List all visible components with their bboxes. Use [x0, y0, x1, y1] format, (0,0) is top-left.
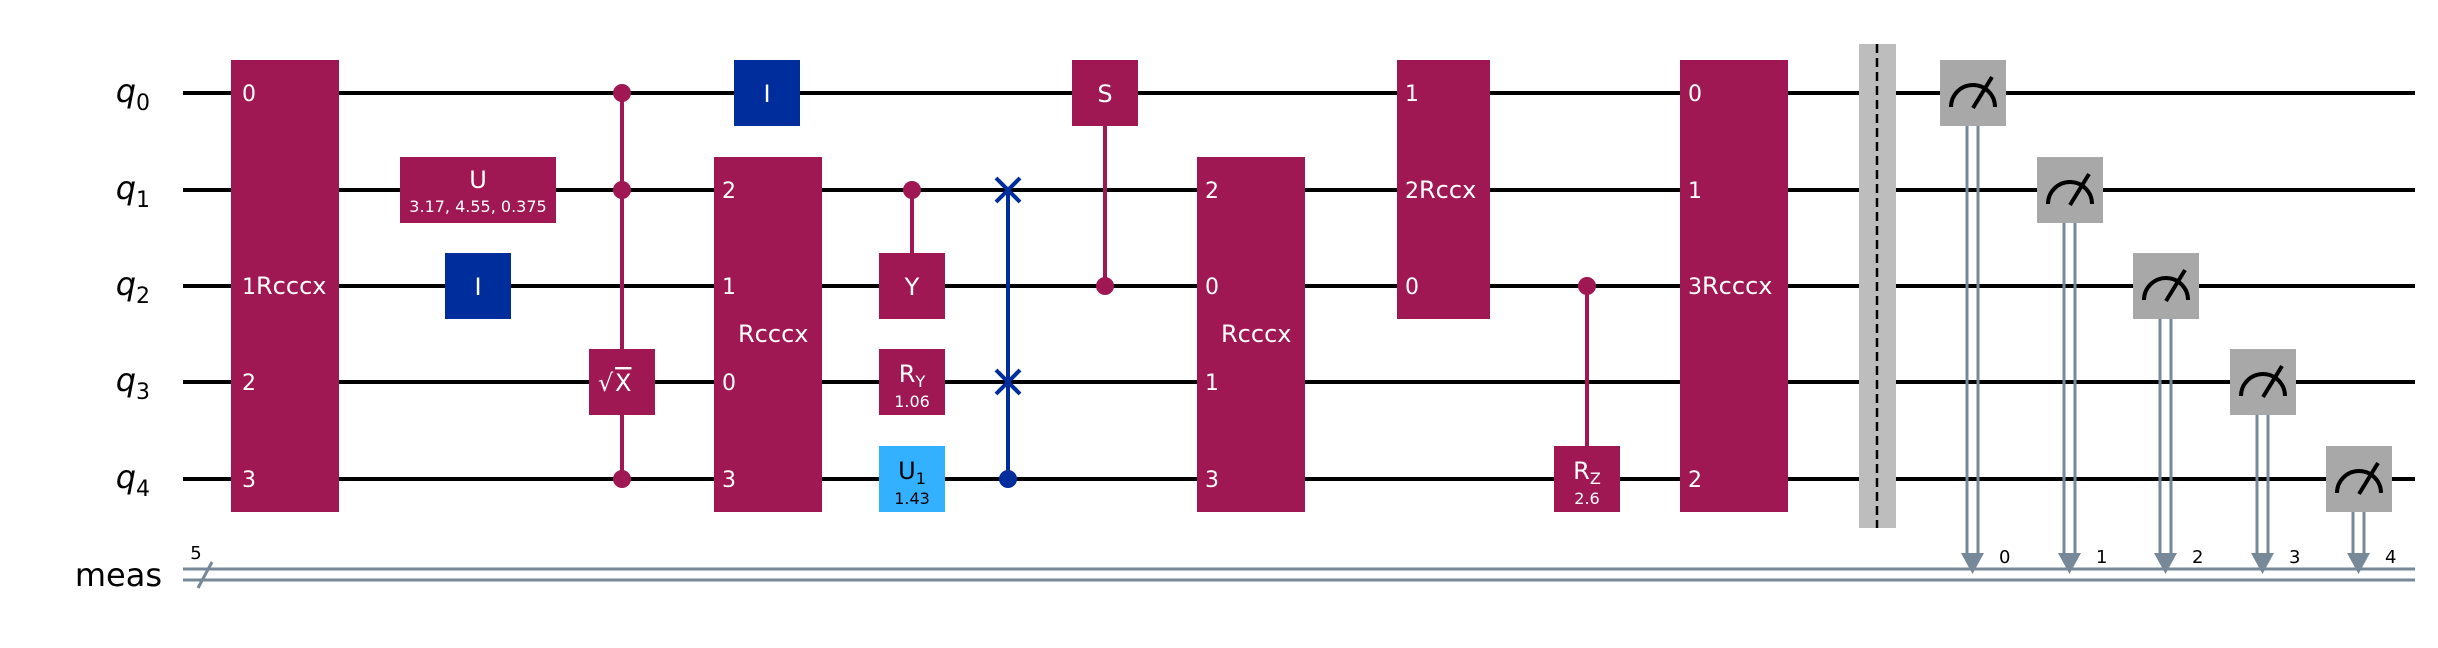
rcccx-gate-3[interactable]: 2 0 Rcccx 1 3	[1197, 157, 1305, 512]
rccx-pin-2: 0	[1405, 275, 1419, 300]
wire-labels: q0 q1 q2 q3 q4 meas	[75, 72, 162, 594]
label-q4: q4	[116, 458, 150, 502]
meter-3-icon	[2239, 372, 2287, 397]
control-dot-q0	[613, 84, 631, 102]
y-gate-label: Y	[904, 273, 920, 301]
swap-control-dot-q4	[999, 470, 1017, 488]
rcccx-1-pin-0: 0	[242, 82, 256, 107]
controlled-rz-gate[interactable]: RZ 2.6	[1554, 277, 1620, 512]
meter-4-icon	[2335, 469, 2383, 494]
label-meas: meas	[75, 556, 162, 594]
measure-bit-4: 4	[2385, 547, 2396, 568]
swap-cross-q1	[994, 176, 1022, 204]
control-dot-q2-crz	[1578, 277, 1596, 295]
controlled-s-gate[interactable]: S	[1072, 60, 1138, 295]
control-dot-q1	[613, 181, 631, 199]
rcccx-4-label: Rcccx	[1702, 272, 1772, 300]
u-gate-params: 3.17, 4.55, 0.375	[409, 197, 546, 216]
label-q1: q1	[116, 169, 150, 213]
rcccx-gate-2[interactable]: 2 1 Rcccx 0 3	[714, 157, 822, 512]
label-q0: q0	[116, 72, 150, 116]
rcccx-1-pin-1: 1	[242, 275, 256, 300]
identity-gate-q0[interactable]: I	[734, 60, 800, 126]
ry-gate-param: 1.06	[894, 392, 930, 411]
measurement-2[interactable]: 2	[2133, 253, 2203, 574]
classical-register: 5	[183, 543, 2415, 589]
rcccx-3-pin-0: 2	[1205, 179, 1219, 204]
measure-bit-1: 1	[2096, 547, 2107, 568]
ry-gate-label: RY	[899, 360, 926, 391]
measure-3-arrow	[2251, 553, 2274, 574]
controlled-swap-gate[interactable]	[994, 176, 1022, 488]
measure-bit-3: 3	[2289, 547, 2300, 568]
rcccx-3-pin-3: 3	[1205, 468, 1219, 493]
rcccx-1-label: Rcccx	[256, 272, 326, 300]
meter-1-icon	[2046, 180, 2094, 205]
rcccx-3-pin-2: 1	[1205, 371, 1219, 396]
rcccx-2-pin-1: 1	[722, 275, 736, 300]
u-gate-label: U	[469, 166, 487, 194]
rccx-gate[interactable]: 1 2 Rccx 0	[1397, 60, 1490, 319]
swap-cross-q3	[994, 368, 1022, 396]
rcccx-4-pin-0: 0	[1688, 82, 1702, 107]
rccx-pin-1: 2	[1405, 179, 1419, 204]
u-gate[interactable]: U 3.17, 4.55, 0.375	[400, 157, 556, 223]
barrier[interactable]	[1859, 44, 1896, 528]
control-dot-q4	[613, 470, 631, 488]
measurement-4[interactable]: 4	[2326, 446, 2396, 574]
rcccx-4-pin-2: 3	[1688, 275, 1702, 300]
rcccx-gate-1[interactable]: 0 1 Rcccx 2 3	[231, 60, 339, 512]
controlled-y-gate[interactable]: Y	[879, 181, 945, 319]
measure-2-arrow	[2154, 553, 2177, 574]
label-q2: q2	[116, 265, 150, 309]
measure-0-arrow	[1961, 553, 1984, 574]
rcccx-4-pin-3: 2	[1688, 468, 1702, 493]
sx-gate-root: √	[598, 369, 614, 397]
measurement-0[interactable]: 0	[1940, 60, 2010, 574]
controlled-sx-gate[interactable]: √ X	[589, 84, 655, 488]
meter-0-icon	[1949, 83, 1997, 108]
s-gate-label: S	[1097, 80, 1112, 108]
rcccx-gate-4[interactable]: 0 1 3 Rcccx 2	[1680, 60, 1788, 512]
rcccx-2-label: Rcccx	[738, 320, 808, 348]
rcccx-1-pin-2: 2	[242, 371, 256, 396]
sx-gate-label: X	[615, 369, 631, 397]
identity-gate-q0-label: I	[763, 80, 770, 108]
meter-2-icon	[2142, 276, 2190, 301]
u1-gate[interactable]: U1 1.43	[879, 446, 945, 512]
control-dot-q1-cy	[903, 181, 921, 199]
label-q3: q3	[116, 361, 150, 405]
identity-gate-q2[interactable]: I	[445, 253, 511, 319]
u1-gate-label: U1	[898, 457, 926, 488]
rcccx-3-label: Rcccx	[1221, 320, 1291, 348]
measurement-3[interactable]: 3	[2230, 349, 2300, 574]
rz-gate-label: RZ	[1573, 457, 1601, 488]
rcccx-2-pin-2: 0	[722, 371, 736, 396]
register-width-slash	[196, 561, 214, 589]
rccx-label: Rccx	[1419, 176, 1476, 204]
rccx-pin-0: 1	[1405, 82, 1419, 107]
rz-gate-param: 2.6	[1574, 489, 1599, 508]
measure-1-arrow	[2058, 553, 2081, 574]
rcccx-4-pin-1: 1	[1688, 179, 1702, 204]
measure-bit-2: 2	[2192, 547, 2203, 568]
rcccx-2-pin-0: 2	[722, 179, 736, 204]
measurement-1[interactable]: 1	[2037, 157, 2107, 574]
rcccx-3-pin-1: 0	[1205, 275, 1219, 300]
measure-bit-0: 0	[1999, 547, 2010, 568]
rcccx-2-pin-3: 3	[722, 468, 736, 493]
register-width-label: 5	[190, 543, 201, 564]
measure-4-arrow	[2347, 553, 2370, 574]
rcccx-1-pin-3: 3	[242, 468, 256, 493]
control-dot-q2-cs	[1096, 277, 1114, 295]
ry-gate[interactable]: RY 1.06	[879, 349, 945, 415]
u1-gate-param: 1.43	[894, 489, 930, 508]
identity-gate-q2-label: I	[474, 273, 481, 301]
